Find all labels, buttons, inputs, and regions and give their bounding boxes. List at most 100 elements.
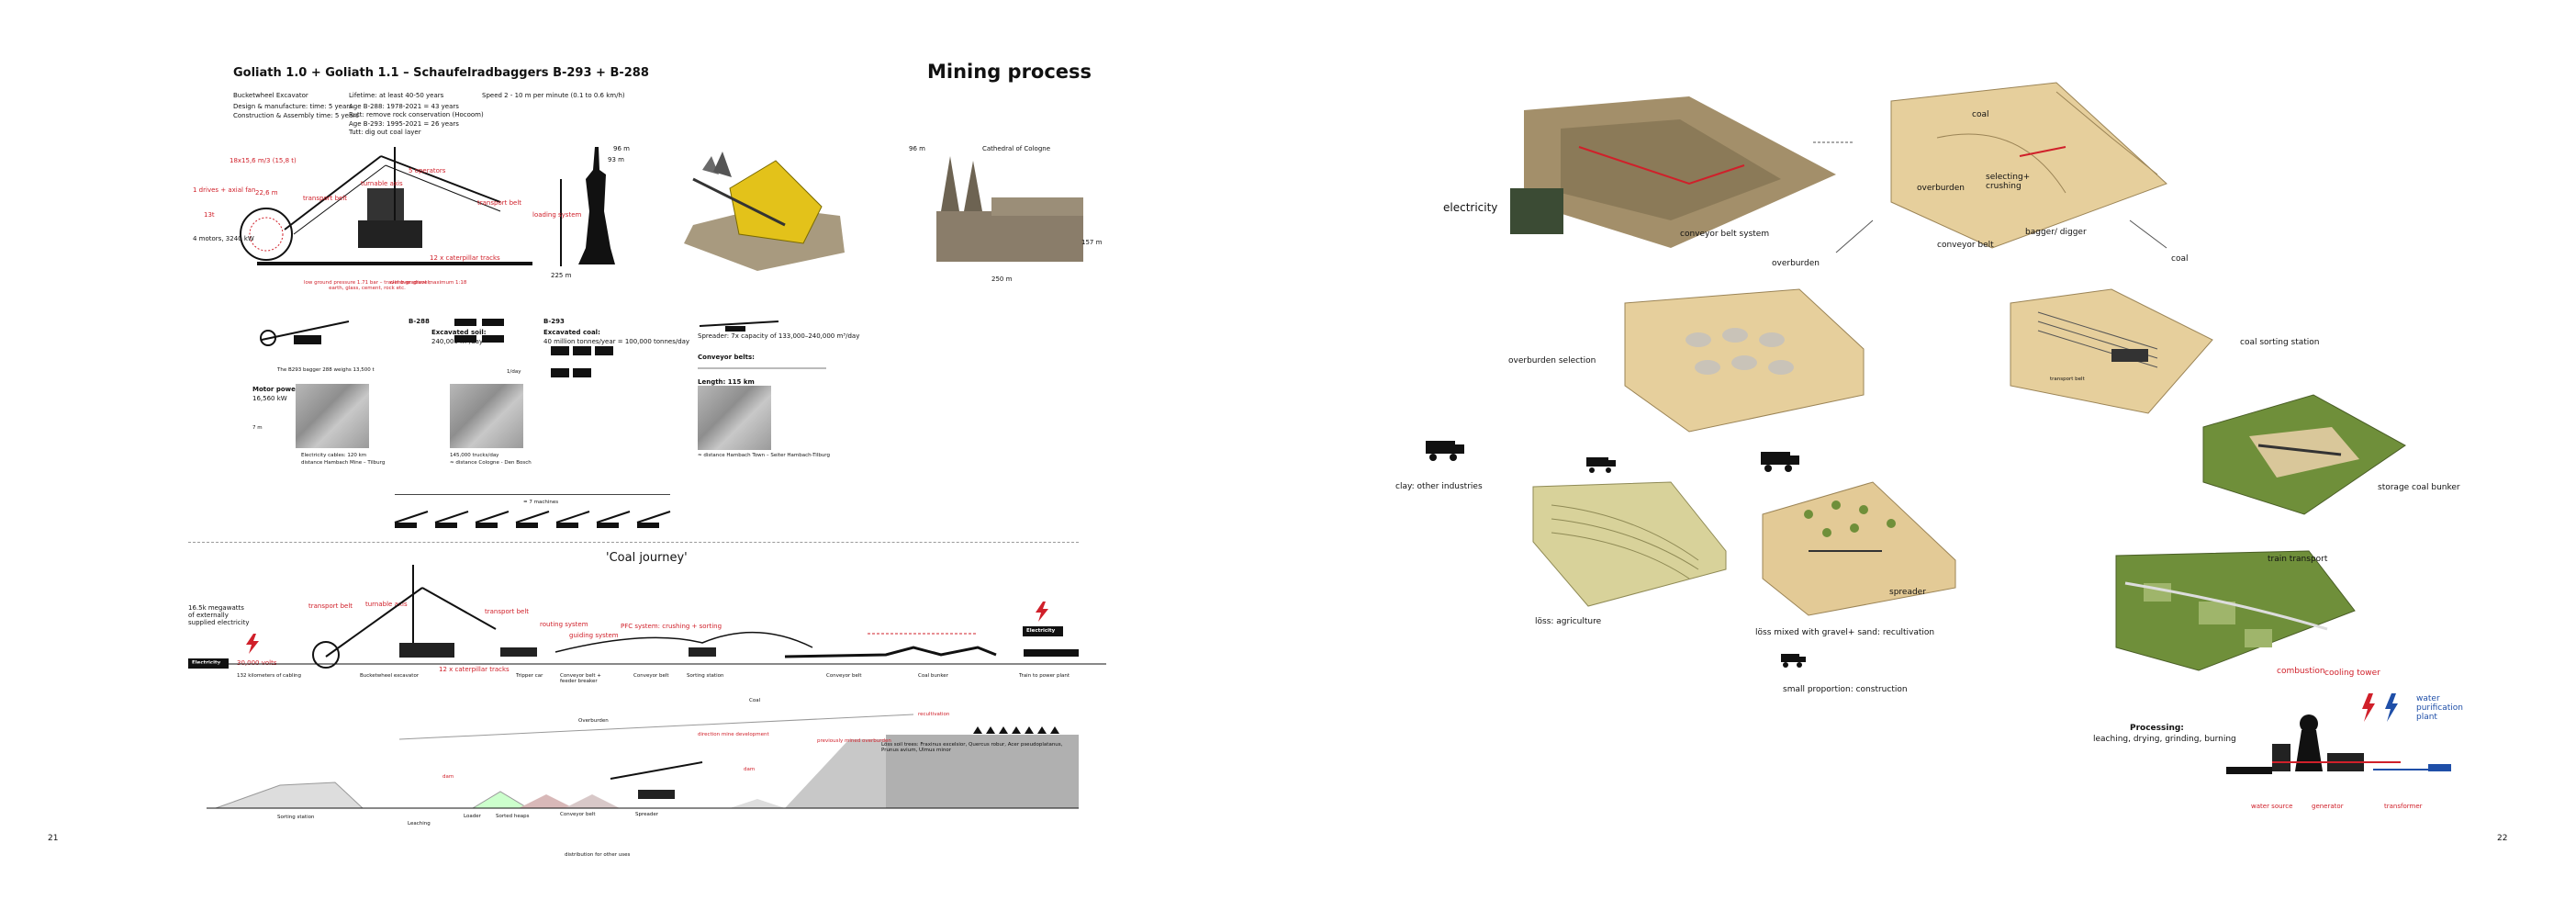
bucket-size-label: 18x15,6 m/3 (15,8 t): [230, 157, 297, 164]
trucks-icon: [551, 344, 624, 390]
excavator-render: [675, 152, 849, 280]
direction-label: direction mine development: [698, 732, 769, 737]
motors-list-label: 4 motors, 3240 kW: [193, 235, 254, 242]
cross-section-label: Loader: [464, 814, 481, 819]
truck-icon: [1426, 437, 1466, 463]
trucks-note: 145,000 trucks/day: [450, 453, 498, 458]
journey-step: Tripper car: [516, 673, 543, 679]
motors-label: 1 drives + axial fan: [193, 186, 255, 194]
soil-box: Löss soil trees: Fraxinus excelsior, Que…: [881, 742, 1074, 764]
journey-step: Conveyor belt + feeder breaker: [560, 673, 615, 684]
recultivation-label: recultivation: [918, 712, 949, 717]
tons-label: 13t: [204, 211, 215, 219]
speed-spec: Speed 2 - 10 m per minute (0.1 to 0.6 km…: [482, 92, 625, 99]
water-source-label: water source: [2251, 803, 2292, 810]
truck-icon: [1781, 652, 1809, 669]
distance-note: ≈ distance Hambach Town – Seiter Hambach…: [698, 453, 830, 458]
trucks-icon: [454, 317, 510, 372]
machines-label: = 7 machines: [523, 500, 558, 505]
cross-section-label: Sorting station: [277, 815, 314, 820]
cathedral-icon: [927, 156, 1092, 266]
truck-icon: [1761, 448, 1801, 474]
cooling-tower-label: cooling tower: [2324, 669, 2380, 678]
b288-excavator-icon: [257, 312, 358, 349]
spec-line: Age B-288: 1978-2021 = 43 years: [349, 103, 459, 110]
coal-sorting-block: [2001, 285, 2222, 422]
agriculture-block: [1524, 478, 1735, 606]
journey-step: Conveyor belt: [633, 673, 669, 679]
length-label: 225 m: [551, 272, 571, 279]
storage-bunker-block: [2194, 390, 2414, 519]
spec-line: Bucketwheel Excavator: [233, 92, 308, 99]
journey-step: Train to power plant: [1019, 673, 1070, 679]
spec-line: Rutt: remove rock conservation (Hocoom): [349, 111, 484, 118]
aerial-thumbnail: [296, 384, 369, 448]
cathedral-width: 250 m: [991, 276, 1012, 283]
crawlers-label: 12 x caterpillar tracks: [430, 254, 500, 262]
excavated-coal-label: Excavated coal:: [543, 329, 600, 336]
conveyor-belts-label: Conveyor belts:: [698, 354, 755, 361]
conveyor-belt-line: [698, 367, 826, 369]
operators-label: 5 operators: [409, 167, 445, 174]
turnable-axis-label: turnable axis: [361, 180, 403, 187]
distribution-label: distribution for other uses: [565, 852, 630, 858]
cross-section-label: Spreader: [635, 812, 658, 817]
dam-label: dam: [744, 767, 755, 772]
combustion-label: combustion: [2277, 667, 2325, 676]
spec-line: Design & manufacture: time: 5 years: [233, 103, 353, 110]
transport-belt-label: transport belt: [303, 195, 347, 202]
cathedral-left-height: 96 m: [909, 145, 925, 152]
train-transport-label: train transport: [2268, 555, 2327, 564]
journey-step: 132 kilometers of cabling: [237, 673, 301, 679]
spec-line: Tutt: dig out coal layer: [349, 129, 421, 136]
journey-step: Conveyor belt: [826, 673, 862, 679]
height-label: 22,6 m: [255, 189, 278, 197]
section-divider: [188, 542, 1079, 543]
loss-agriculture-label: löss: agriculture: [1535, 617, 1601, 626]
loss-mixed-label: löss mixed with gravel+ sand: recultivat…: [1755, 628, 1934, 637]
clay-label: clay: other industries: [1395, 482, 1483, 491]
power-plant-diagram: [2217, 689, 2456, 781]
transport-belt-label: transport belt: [477, 199, 521, 207]
page-number: 22: [2497, 834, 2507, 843]
bracket-line: [395, 494, 670, 495]
generator-label: generator: [2312, 803, 2344, 810]
left-title: Goliath 1.0 + Goliath 1.1 – Schaufelradb…: [233, 66, 649, 80]
unit-note: 1/day: [507, 369, 521, 375]
spec-line: Construction & Assembly time: 5 years: [233, 112, 359, 119]
height-96-label: 96 m: [613, 145, 630, 152]
machine-row-icons: [395, 510, 689, 535]
coal-label: coal: [1972, 110, 1988, 119]
journey-step: Sorting station: [687, 673, 723, 679]
journey-step: Coal bunker: [918, 673, 948, 679]
spec-line: Age B-293: 1995-2021 = 26 years: [349, 120, 459, 128]
truck-icon: [1586, 456, 1618, 474]
weight-note: The B293 bagger 288 weighs 13,500 t: [277, 367, 375, 373]
motor-power-value: 16,560 kW: [252, 395, 287, 402]
statue-of-liberty-icon: [569, 147, 624, 266]
coal-journey-diagram: [188, 556, 1106, 675]
electricity-label: electricity: [1443, 201, 1497, 214]
storage-label: storage coal bunker: [2378, 483, 2460, 492]
previous-overburden-label: previously mined overburden: [817, 738, 891, 744]
cross-section-label: Leaching: [408, 821, 431, 827]
overburden-selection-block: [1616, 285, 1873, 432]
journey-step: Bucketwheel excavator: [360, 673, 419, 679]
motor-power-label: Motor power:: [252, 386, 301, 393]
loading-system-label: loading system: [532, 211, 581, 219]
transport-belt-small-label: transport belt: [2050, 377, 2085, 382]
aerial-thumbnail: [450, 384, 523, 448]
soil-text: Löss soil trees: Fraxinus excelsior, Que…: [881, 742, 1074, 753]
b288-label: B-288: [409, 318, 430, 325]
cathedral-label: Cathedral of Cologne: [982, 145, 1050, 152]
trucks-note: ≈ distance Cologne - Den Bosch: [450, 460, 532, 466]
height-93-label: 93 m: [608, 156, 624, 163]
overburden-arrow-label: overburden: [1772, 259, 1820, 268]
transformer-label: transformer: [2384, 803, 2423, 810]
coal-sorting-label: coal sorting station: [2240, 338, 2320, 347]
aerial-thumbnail: [698, 386, 771, 450]
climb-gradient-label: climb gradient maximum 1:18: [390, 280, 466, 286]
spreader-label: spreader: [1889, 588, 1926, 597]
spec-line: Lifetime: at least 40-50 years: [349, 92, 443, 99]
cable-note: distance Hambach Mine – Tilburg: [301, 460, 385, 466]
